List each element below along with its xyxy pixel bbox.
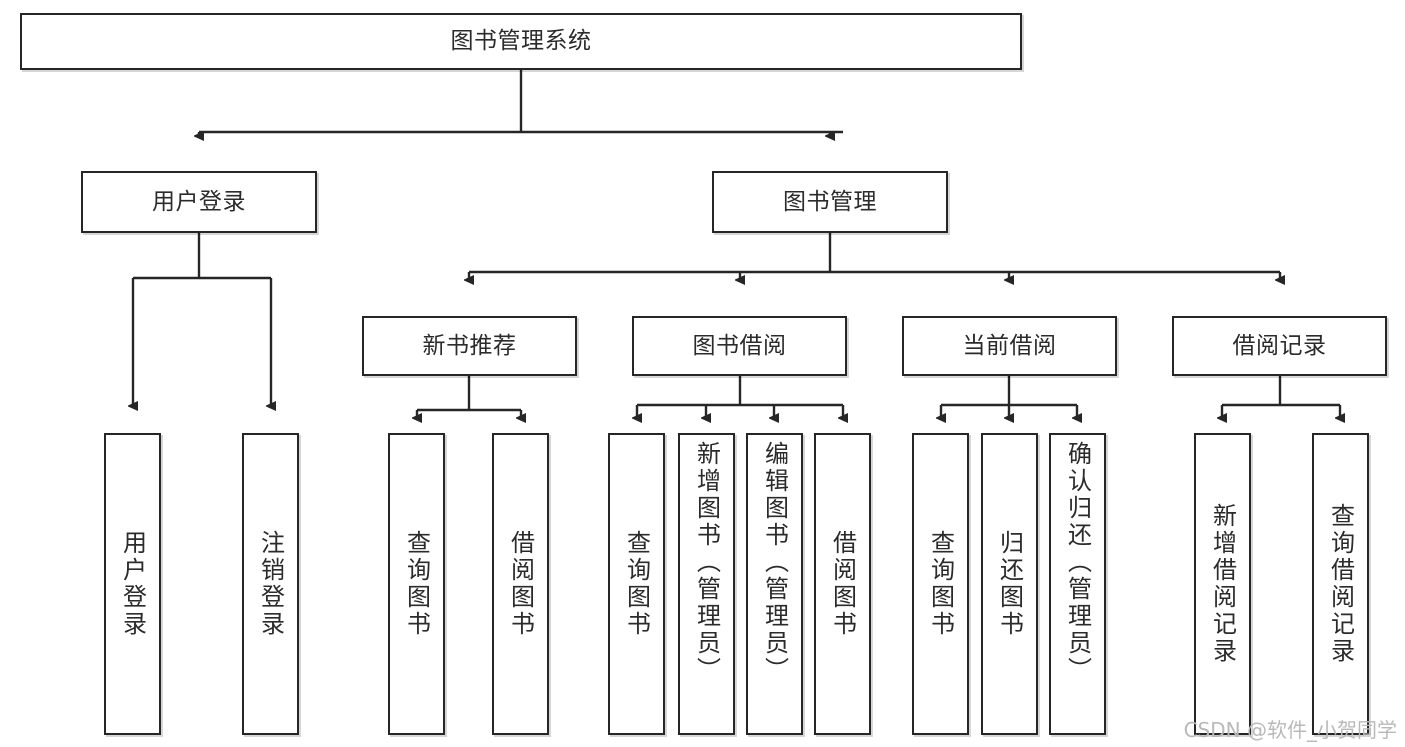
node-current-borrow-label: 当前借阅 [962,332,1057,359]
leaf-book-borrow-borrow-label: 借阅图书 [828,530,857,638]
node-user-login-label: 用户登录 [152,188,246,215]
leaf-book-borrow-query[interactable]: 查询图书 [608,433,665,735]
leaf-book-borrow-edit-label: 编辑图书（管理员） [760,441,789,684]
leaf-user-login-logout-label: 注销登录 [256,530,285,638]
leaf-book-borrow-add-label: 新增图书（管理员） [692,441,721,684]
leaf-new-book-query-label: 查询图书 [402,530,431,638]
leaf-book-borrow-edit[interactable]: 编辑图书（管理员） [746,433,803,735]
leaf-user-login-login-label: 用户登录 [118,530,147,638]
leaf-user-login-login[interactable]: 用户登录 [104,433,161,735]
leaf-user-login-logout[interactable]: 注销登录 [242,433,299,735]
node-user-login[interactable]: 用户登录 [81,171,317,233]
leaf-borrow-record-add[interactable]: 新增借阅记录 [1194,433,1251,735]
leaf-borrow-record-query-label: 查询借阅记录 [1326,503,1355,665]
leaf-current-borrow-return-label: 归还图书 [995,530,1024,638]
leaf-new-book-borrow-label: 借阅图书 [506,530,535,638]
node-new-book-recommend-label: 新书推荐 [422,332,517,359]
leaf-book-borrow-add[interactable]: 新增图书（管理员） [678,433,735,735]
node-book-borrow[interactable]: 图书借阅 [632,316,847,376]
node-book-management[interactable]: 图书管理 [712,171,948,233]
node-current-borrow[interactable]: 当前借阅 [902,316,1117,376]
leaf-current-borrow-confirm-label: 确认归还（管理员） [1063,441,1092,684]
leaf-book-borrow-borrow[interactable]: 借阅图书 [814,433,871,735]
leaf-borrow-record-add-label: 新增借阅记录 [1208,503,1237,665]
leaf-borrow-record-query[interactable]: 查询借阅记录 [1312,433,1369,735]
node-book-borrow-label: 图书借阅 [692,332,787,359]
leaf-current-borrow-query[interactable]: 查询图书 [912,433,969,735]
node-root[interactable]: 图书管理系统 [20,13,1022,70]
node-root-label: 图书管理系统 [450,28,592,55]
node-borrow-record[interactable]: 借阅记录 [1172,316,1387,376]
leaf-current-borrow-query-label: 查询图书 [926,530,955,638]
node-borrow-record-label: 借阅记录 [1232,332,1327,359]
csdn-watermark: CSDN @软件_小贺同学 [1183,718,1397,742]
leaf-book-borrow-query-label: 查询图书 [622,530,651,638]
node-book-management-label: 图书管理 [783,188,877,215]
leaf-new-book-query[interactable]: 查询图书 [388,433,445,735]
node-new-book-recommend[interactable]: 新书推荐 [362,316,577,376]
leaf-current-borrow-confirm[interactable]: 确认归还（管理员） [1049,433,1106,735]
leaf-new-book-borrow[interactable]: 借阅图书 [492,433,549,735]
leaf-current-borrow-return[interactable]: 归还图书 [981,433,1038,735]
